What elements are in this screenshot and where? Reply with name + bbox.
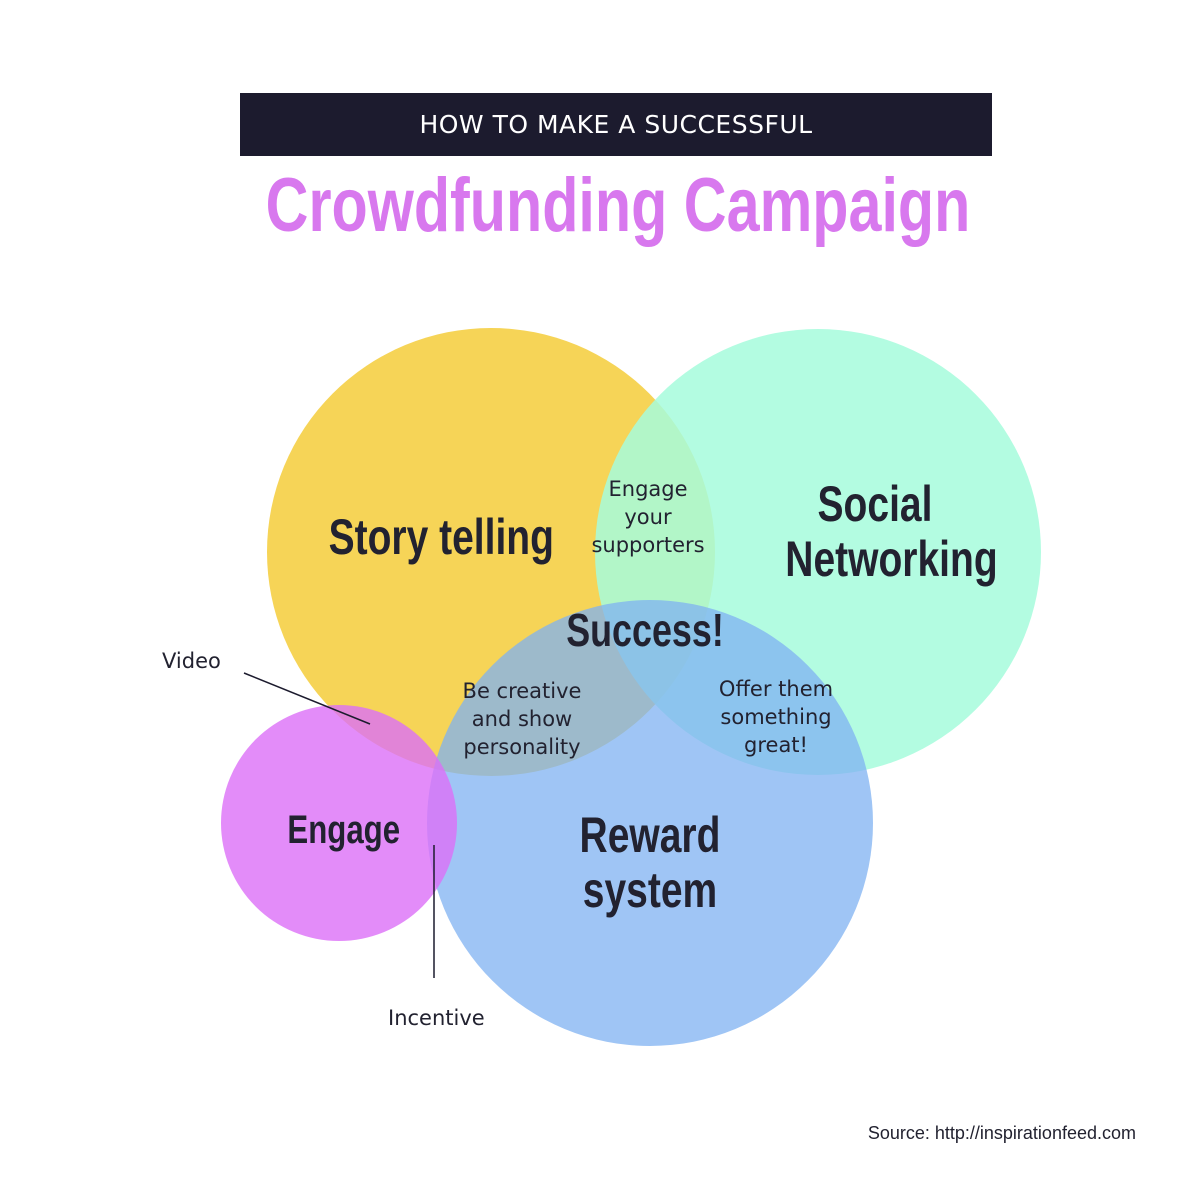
reward-label-line2: system [582,862,718,918]
story-telling-label: Story telling [328,509,554,565]
source-credit: Source: http://inspirationfeed.com [867,1123,1136,1143]
circle-reward-system [427,600,873,1046]
callout-incentive: Incentive [388,1006,485,1030]
overlap-story-reward-line2: and show [471,707,573,731]
header-banner: HOW TO MAKE A SUCCESSFUL [240,93,992,156]
social-label-line2: Networking [785,531,998,587]
engage-label: Engage [287,808,401,852]
overlap-story-reward-line1: Be creative [462,679,582,703]
overlap-social-reward-line2: something [720,705,832,729]
page-title: Crowdfunding Campaign [265,163,971,248]
callout-line-video [243,672,371,725]
overlap-story-social-line1: Engage [608,477,688,501]
banner-text: HOW TO MAKE A SUCCESSFUL [419,110,813,139]
overlap-story-reward-line3: personality [463,735,581,759]
overlap-story-reward: Be creative and show personality [432,677,612,761]
social-networking-label: Social Networking [785,476,998,587]
social-label-line1: Social [817,476,933,532]
reward-label-line1: Reward [579,807,721,863]
overlap-story-social-line2: your [624,505,672,529]
overlap-social-reward: Offer them something great! [686,675,866,759]
overlap-social-reward-line1: Offer them [718,677,834,701]
circle-engage [221,705,457,941]
overlap-social-reward-line3: great! [744,733,808,757]
overlap-story-social-line3: supporters [591,533,705,557]
success-label: Success! [566,604,724,656]
reward-system-label: Reward system [564,808,736,918]
callout-video: Video [162,649,221,673]
overlap-story-social: Engage your supporters [568,475,728,559]
